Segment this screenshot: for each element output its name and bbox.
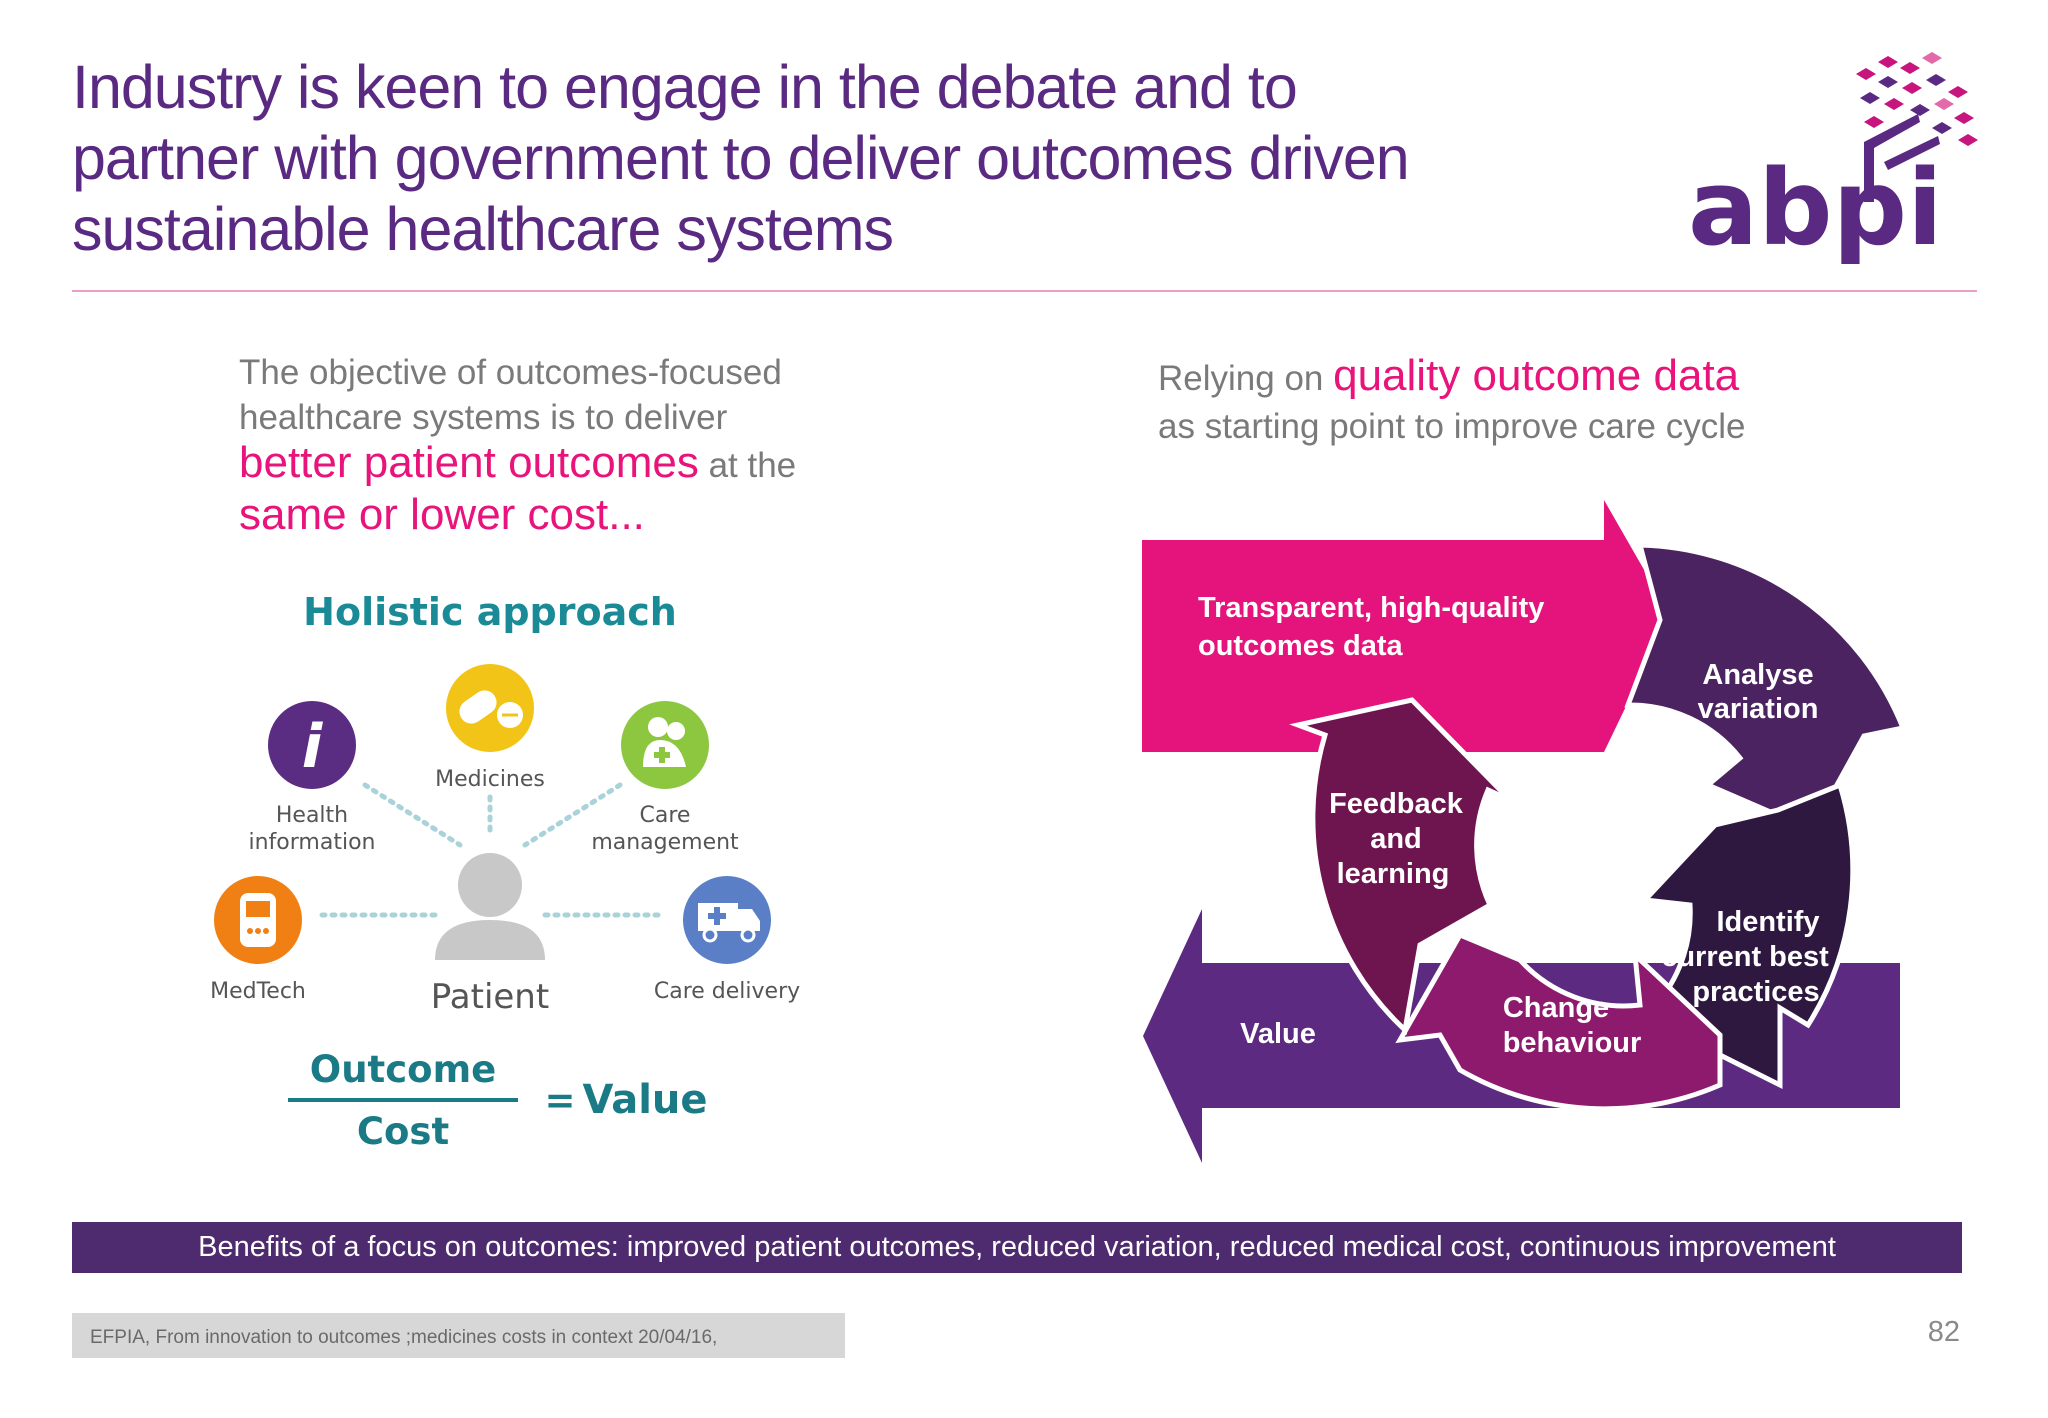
- patient-icon: [435, 853, 545, 960]
- health-info-label-1: Health: [276, 803, 348, 828]
- feedback-label-3: learning: [1337, 858, 1450, 890]
- value-label: Value: [1240, 1018, 1316, 1050]
- left-intro-suffix: at the: [698, 446, 797, 485]
- page-number: 82: [1927, 1316, 1960, 1348]
- cycle-step-analyse: [1624, 542, 1907, 834]
- outcomes-data-label-2: outcomes data: [1198, 630, 1404, 662]
- outcomes-data-arrow: [1142, 500, 1670, 752]
- logo-tree-icon: [1856, 52, 1978, 202]
- medicines-label: Medicines: [435, 767, 545, 792]
- connector-lines: [319, 782, 663, 918]
- identify-label-2: current best: [1661, 941, 1829, 973]
- highlight-same-lower-cost: same or lower cost...: [239, 490, 645, 539]
- glucose-meter-icon: [214, 876, 302, 964]
- formula-equals: =: [544, 1079, 575, 1122]
- title-line-3: sustainable healthcare systems: [72, 195, 894, 263]
- left-intro-line-2: healthcare systems is to deliver: [239, 398, 728, 437]
- analyse-label-1: Analyse: [1702, 659, 1813, 691]
- health-info-label-2: information: [249, 830, 376, 855]
- feedback-label-2: and: [1370, 823, 1422, 855]
- care-management-label-1: Care: [640, 803, 691, 828]
- pills-icon: [446, 664, 534, 752]
- formula-result: Value: [582, 1077, 707, 1123]
- right-intro-prefix: Relying on: [1158, 359, 1334, 398]
- outcomes-cycle-diagram: Transparent, high-quality outcomes data …: [1142, 500, 1907, 1163]
- outcomes-data-label-1: Transparent, high-quality: [1198, 592, 1544, 624]
- abpi-tree-logo: abpi: [1688, 52, 1978, 264]
- caregiver-icon: [621, 701, 709, 789]
- title-divider: [72, 290, 1977, 292]
- patient-label: Patient: [431, 977, 549, 1017]
- left-intro-line-3: better patient outcomes at the: [239, 440, 889, 488]
- formula-denominator: Cost: [357, 1110, 449, 1153]
- care-delivery-label: Care delivery: [654, 979, 800, 1004]
- highlight-better-outcomes: better patient outcomes: [239, 438, 699, 487]
- cycle-step-feedback: [1289, 697, 1512, 1035]
- right-intro: Relying on quality outcome data as start…: [1158, 352, 1918, 451]
- right-intro-line-1: Relying on quality outcome data: [1158, 352, 1918, 403]
- cycle-step-change: [1395, 931, 1723, 1112]
- analyse-label-2: variation: [1698, 693, 1819, 725]
- formula-numerator: Outcome: [310, 1048, 496, 1091]
- info-icon: i: [268, 701, 356, 789]
- source-citation: EFPIA, From innovation to outcomes ;medi…: [72, 1313, 845, 1358]
- title-line-1: Industry is keen to engage in the debate…: [72, 53, 1298, 121]
- logo-wordmark: abpi: [1688, 147, 1943, 264]
- holistic-approach-diagram: Holistic approach Patient i Health infor…: [210, 590, 800, 1153]
- holistic-title: Holistic approach: [303, 590, 677, 634]
- change-label-2: behaviour: [1503, 1027, 1642, 1059]
- left-intro-line-1: The objective of outcomes-focused: [239, 353, 782, 392]
- svg-text:i: i: [302, 712, 324, 782]
- title-line-2: partner with government to deliver outco…: [72, 124, 1410, 192]
- identify-label-1: Identify: [1716, 906, 1819, 938]
- feedback-label-1: Feedback: [1329, 788, 1464, 820]
- medtech-label: MedTech: [210, 979, 306, 1004]
- right-intro-line-2: as starting point to improve care cycle: [1158, 407, 1746, 446]
- benefits-banner: Benefits of a focus on outcomes: improve…: [72, 1222, 1962, 1273]
- ambulance-icon: [683, 876, 771, 964]
- page-title: Industry is keen to engage in the debate…: [72, 52, 1572, 265]
- care-management-label-2: management: [591, 830, 739, 855]
- left-intro: The objective of outcomes-focused health…: [239, 350, 889, 537]
- change-label-1: Change: [1503, 992, 1609, 1024]
- identify-label-3: practices: [1692, 976, 1819, 1008]
- highlight-quality-data: quality outcome data: [1333, 351, 1740, 400]
